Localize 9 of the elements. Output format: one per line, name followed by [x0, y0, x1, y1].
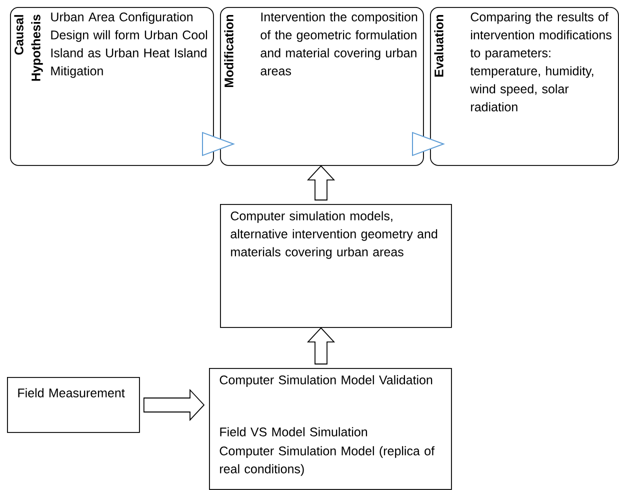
process-box: Computer Simulation Model Validation Field VS Model Simulation Computer Simulation Model (replica of real conditions) [209, 368, 452, 490]
process-box: Computer simulation models, alternative intervention geometry and materials covering urban areas [220, 204, 452, 328]
block-arrow [306, 327, 336, 364]
process-box: Field Measurement [7, 377, 140, 433]
block-arrow [143, 388, 205, 422]
process-box: Causal Hypothesis Urban Area Configuration Design will form Urban Cool Island as Urban Heat Island Mitigation [10, 7, 214, 166]
block-arrow [306, 165, 336, 200]
process-box: Modification Intervention the composition of the geometric formulation and material covering urban areas [220, 7, 424, 166]
process-box: Evaluation Comparing the results of intervention modifications to parameters: temperature, humidity, wind speed, solar radiation [430, 7, 619, 166]
